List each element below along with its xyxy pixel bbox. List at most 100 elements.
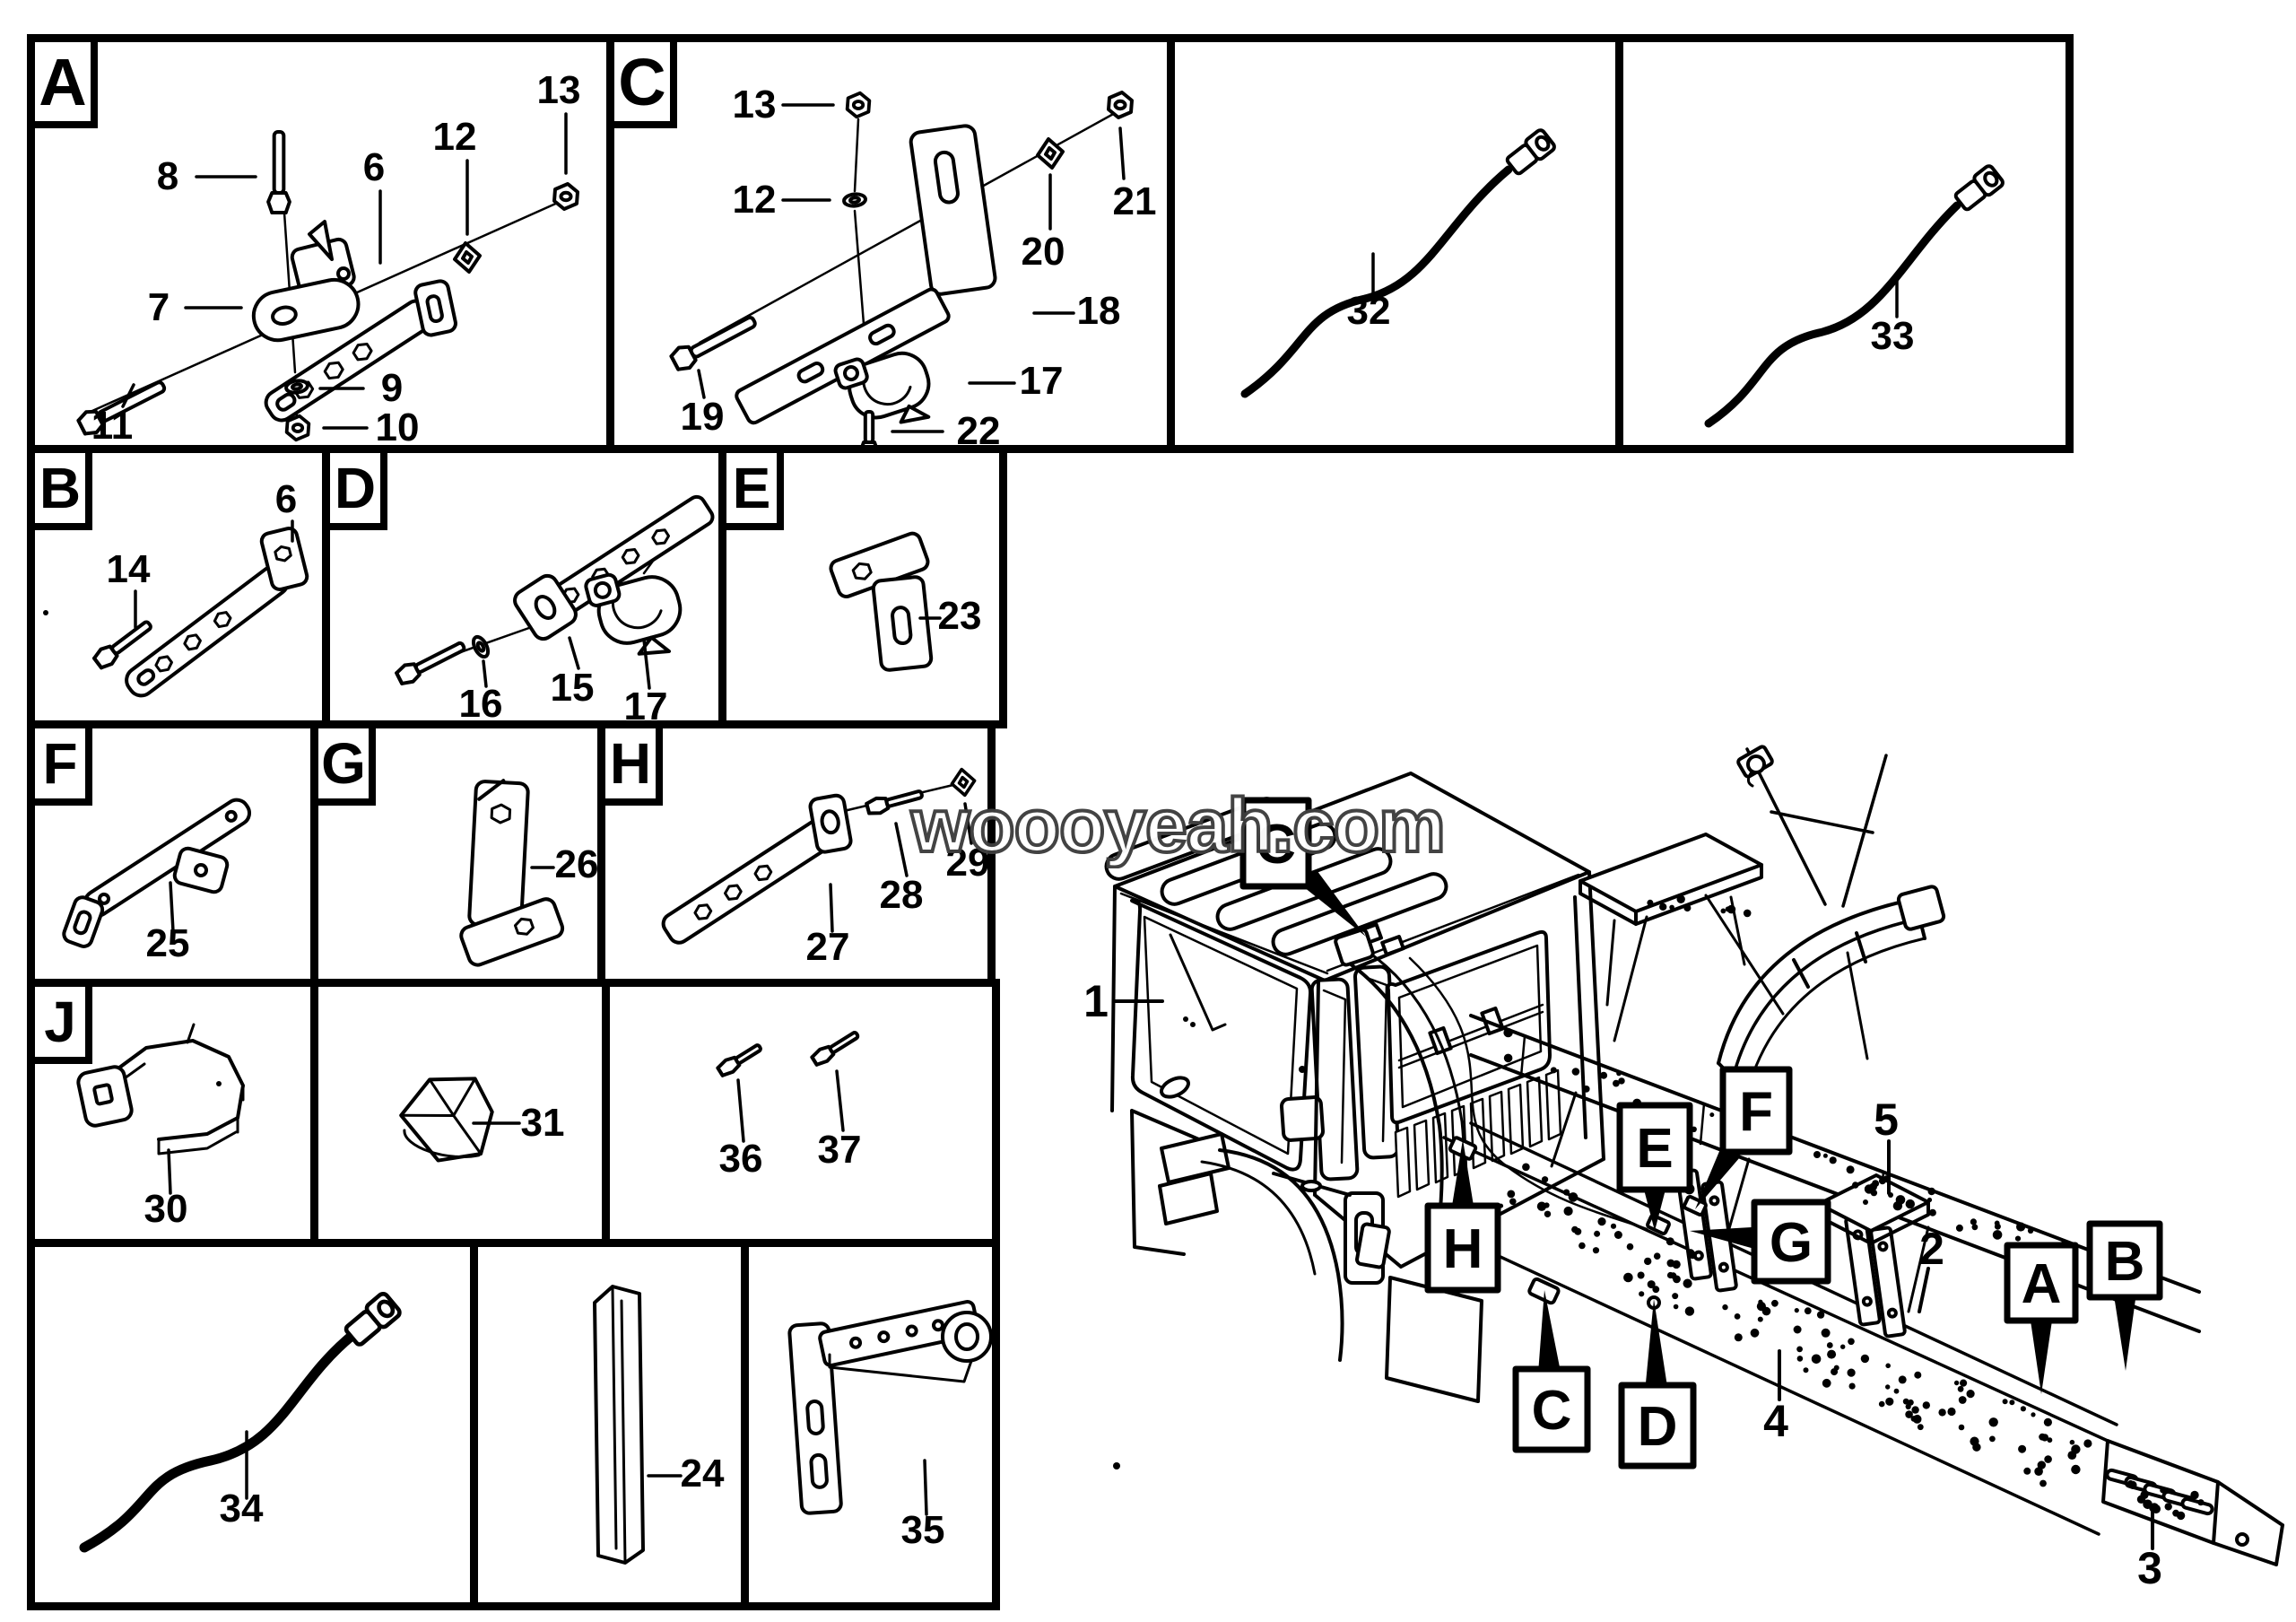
part-number-label-8: 8 [156, 154, 179, 198]
part-number-label-32: 32 [1346, 289, 1391, 333]
panel-J-drawing [76, 1023, 245, 1195]
callout-box-C: C [1512, 1365, 1591, 1453]
svg-text:G: G [1770, 1212, 1813, 1274]
callout-box-H: H [1424, 1202, 1501, 1294]
panel-letter-B: B [35, 453, 92, 530]
part-number-label-13: 13 [732, 83, 777, 126]
truck-number-label-4: 4 [1763, 1396, 1788, 1446]
panel-bracket-35: 35 [741, 1239, 1000, 1610]
panel-letter-text: J [44, 990, 76, 1054]
panel-letter-H: H [605, 728, 663, 806]
panel-letter-C: C [614, 42, 677, 128]
part-number-label-23: 23 [937, 594, 982, 638]
bracket-35-drawing [787, 1300, 992, 1516]
part-number-label-22: 22 [956, 409, 1001, 453]
panel-letter-text: E [732, 456, 771, 520]
callout-box-G: G [1751, 1199, 1831, 1285]
panel-H-drawing [661, 767, 977, 945]
panel-strip-24: 24 [470, 1239, 749, 1610]
svg-text:D: D [1638, 1396, 1678, 1458]
part-number-label-19: 19 [680, 395, 725, 439]
svg-text:C: C [1256, 814, 1296, 876]
part-number-label-6: 6 [362, 145, 386, 189]
part-number-label-17: 17 [623, 685, 668, 728]
part-number-label-37: 37 [817, 1128, 862, 1172]
panel-cable-32: 32 [1167, 34, 1623, 453]
part-number-label-25: 25 [145, 921, 190, 965]
panel-letter-J: J [35, 987, 92, 1064]
svg-text:H: H [1443, 1218, 1483, 1280]
truck-number-label-2: 2 [1919, 1224, 1944, 1274]
panel-E: E 23 [718, 445, 1007, 728]
panel-letter-A: A [35, 42, 98, 128]
panel-D-drawing [395, 494, 715, 690]
part-number-label-33: 33 [1870, 314, 1915, 358]
cable-32-drawing [1240, 128, 1556, 398]
panel-screws-36-37: 36 37 [602, 979, 1000, 1247]
screws-36-37-drawing [716, 1031, 860, 1143]
part-number-label-14: 14 [106, 547, 151, 591]
part-number-label-21: 21 [1112, 179, 1157, 223]
panel-letter-E: E [726, 453, 784, 530]
part-number-label-30: 30 [144, 1187, 188, 1231]
part-number-label-35: 35 [900, 1508, 945, 1552]
svg-text:C: C [1532, 1380, 1572, 1442]
part-number-label-6: 6 [274, 477, 298, 521]
cable-34-drawing [79, 1291, 402, 1553]
panel-letter-text: G [321, 731, 366, 796]
callout-box-E: E [1616, 1102, 1693, 1193]
panel-letter-F: F [35, 728, 92, 806]
panel-cap-31: 31 [310, 979, 610, 1247]
part-number-label-16: 16 [458, 682, 503, 726]
panel-letter-text: D [334, 456, 377, 520]
panel-A-drawing [76, 112, 579, 442]
svg-text:B: B [2105, 1231, 2145, 1293]
callout-box-A: A [2004, 1242, 2079, 1324]
strip-24-drawing [593, 1285, 683, 1565]
part-number-label-34: 34 [219, 1487, 264, 1530]
part-number-label-18: 18 [1076, 289, 1121, 333]
part-number-label-17: 17 [1019, 359, 1064, 403]
part-number-label-29: 29 [945, 841, 990, 885]
part-number-label-20: 20 [1021, 230, 1065, 274]
part-number-label-13: 13 [536, 68, 581, 112]
panel-F: F 25 [27, 720, 318, 987]
panel-letter-text: C [618, 44, 666, 119]
callout-box-D: D [1618, 1382, 1697, 1469]
panel-G: G 26 [310, 720, 605, 987]
part-number-label-15: 15 [550, 666, 595, 710]
svg-text:A: A [2022, 1253, 2062, 1315]
part-number-label-27: 27 [805, 925, 850, 969]
panel-C-drawing [669, 91, 1134, 445]
part-number-label-7: 7 [147, 285, 170, 329]
part-number-label-12: 12 [732, 178, 777, 222]
svg-text:F: F [1739, 1081, 1773, 1143]
panel-F-drawing [62, 798, 251, 948]
part-number-label-9: 9 [380, 366, 404, 410]
part-number-label-24: 24 [680, 1452, 725, 1496]
part-number-label-12: 12 [432, 115, 477, 159]
panel-J: J 30 [27, 979, 318, 1247]
panel-letter-text: A [39, 44, 87, 119]
callout-box-F: F [1719, 1066, 1793, 1155]
callout-box-C: C [1239, 797, 1312, 890]
truck-number-label-1: 1 [1083, 976, 1109, 1026]
part-number-label-11: 11 [91, 404, 134, 448]
svg-text:E: E [1636, 1118, 1673, 1180]
part-number-label-10: 10 [375, 406, 420, 449]
panel-letter-G: G [318, 728, 376, 806]
panel-letter-text: B [39, 456, 82, 520]
part-number-label-26: 26 [554, 842, 599, 886]
panel-E-drawing [829, 531, 942, 672]
panel-B-drawing [43, 519, 309, 698]
truck-number-label-3: 3 [2137, 1543, 2162, 1593]
part-number-label-36: 36 [718, 1137, 763, 1181]
cable-33-drawing [1704, 164, 2005, 428]
panel-G-drawing [459, 779, 565, 967]
part-number-label-31: 31 [520, 1101, 565, 1145]
